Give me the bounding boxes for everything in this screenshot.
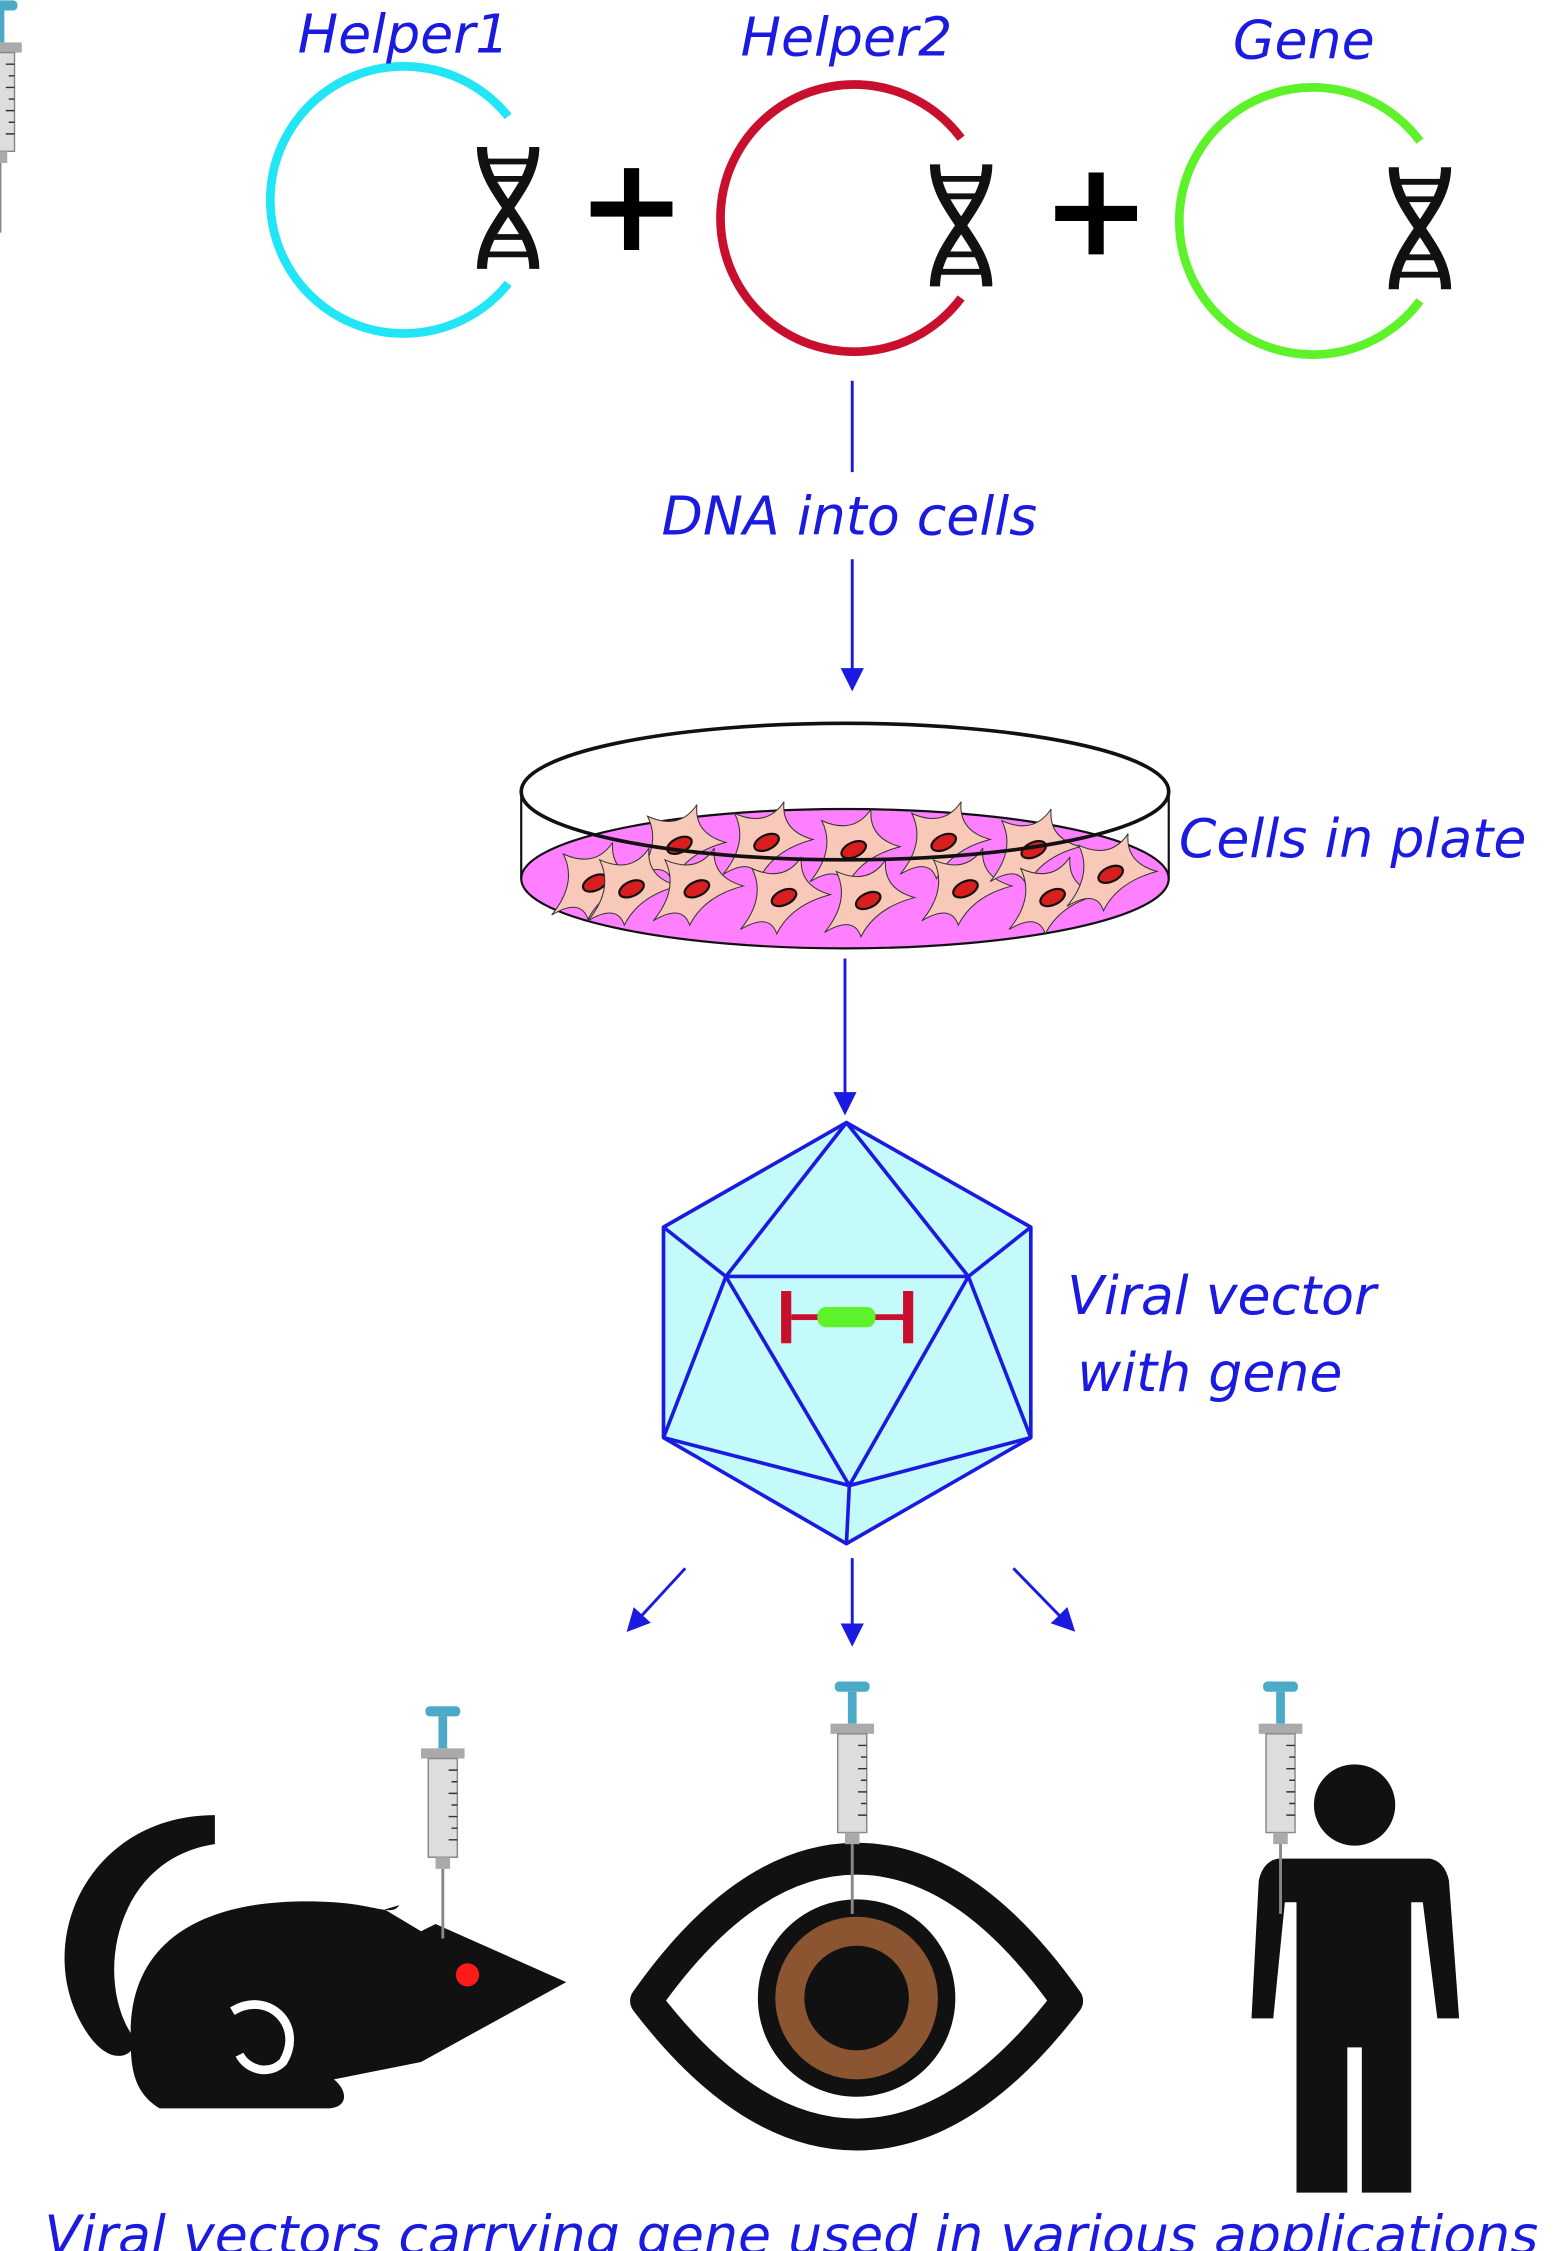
cell <box>587 847 680 927</box>
plasmid-helper1: Helper1 <box>266 3 534 338</box>
nucleus <box>840 839 868 860</box>
cell <box>652 847 746 927</box>
plasmid-gene: Gene <box>1174 8 1446 359</box>
cell <box>1008 856 1102 936</box>
helper2-label: Helper2 <box>741 5 953 68</box>
mouse-icon <box>64 1815 567 2109</box>
syringe-icon <box>0 0 22 233</box>
nucleus <box>770 887 798 908</box>
nucleus <box>618 879 645 899</box>
cell <box>740 856 833 936</box>
dna-icon <box>482 147 534 269</box>
nucleus <box>952 879 979 899</box>
viral-capsid <box>661 1120 1033 1546</box>
arrow-icon <box>626 1567 687 1633</box>
nucleus <box>930 832 958 853</box>
nucleus <box>683 879 711 899</box>
nucleus <box>753 832 780 853</box>
viral-vector-label-2: with gene <box>1077 1341 1342 1404</box>
caption: Viral vectors carrying gene used in vari… <box>44 2204 1538 2251</box>
cells <box>551 801 1160 939</box>
cell <box>722 801 816 881</box>
cell <box>921 847 1014 927</box>
gene-cassette-icon <box>781 1291 914 1344</box>
cell <box>1066 833 1160 912</box>
plasmid-helper2: Helper2 <box>716 5 987 357</box>
cell <box>809 808 903 888</box>
dna-icon <box>1394 167 1446 289</box>
cell <box>824 859 917 939</box>
arrow-icon <box>1012 1567 1076 1632</box>
person-icon <box>1251 1764 1460 2193</box>
helper1-label: Helper1 <box>298 3 510 66</box>
nucleus <box>1097 864 1124 885</box>
mouse-eye <box>455 1963 480 1987</box>
nucleus <box>1039 887 1066 908</box>
cells-in-plate-label: Cells in plate <box>1179 807 1526 870</box>
gene-label: Gene <box>1233 8 1375 71</box>
syringe-icon <box>419 1704 467 1940</box>
nucleus <box>854 890 882 911</box>
plus-sign: + <box>1041 133 1150 285</box>
eye-icon <box>630 1842 1084 2151</box>
cell-culture-plate <box>519 721 1171 950</box>
dna-icon <box>935 164 987 286</box>
dna-into-cells-label: DNA into cells <box>661 485 1037 548</box>
plus-sign: + <box>577 129 686 281</box>
viral-vector-label: Viral vector <box>1067 1264 1379 1327</box>
